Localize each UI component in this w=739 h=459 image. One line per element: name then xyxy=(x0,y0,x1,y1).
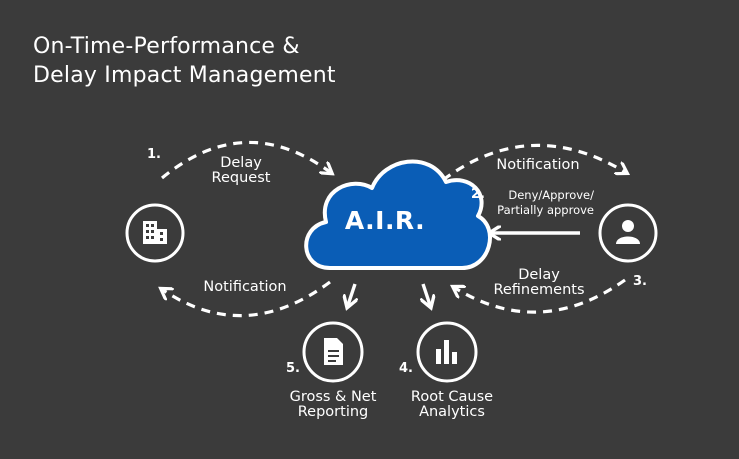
airline-node xyxy=(125,203,185,263)
user-icon xyxy=(616,220,640,244)
title-line-1: On-Time-Performance & xyxy=(33,34,300,59)
analytics-node xyxy=(416,321,478,383)
reporting-arrow xyxy=(348,283,355,305)
building-icon xyxy=(143,221,167,244)
bar-chart-icon xyxy=(436,340,457,364)
analytics-arrow xyxy=(423,283,430,305)
decision-line-1: Deny/Approve/ xyxy=(508,188,594,202)
cloud-icon xyxy=(304,159,492,270)
step-5-number: 5. xyxy=(286,361,300,376)
refinements-arc xyxy=(455,278,626,314)
notification-left-label: Notification xyxy=(203,279,287,295)
step-1-number: 1. xyxy=(147,147,161,162)
title-line-2: Delay Impact Management xyxy=(33,63,336,88)
decision-line-2: Partially approve xyxy=(497,203,594,217)
refinements-line-1: Delay xyxy=(518,267,560,283)
notification-right-label: Notification xyxy=(496,157,580,173)
analytics-label: Root Cause Analytics xyxy=(402,390,502,420)
step-2-number: 2. xyxy=(471,187,485,202)
analytics-line-2: Analytics xyxy=(419,404,485,420)
document-icon xyxy=(324,338,343,365)
user-node xyxy=(598,203,658,263)
reporting-line-2: Reporting xyxy=(297,404,369,420)
notification-left-arc xyxy=(163,280,331,318)
reporting-node xyxy=(302,321,364,383)
decision-label: Deny/Approve/ Partially approve xyxy=(484,188,594,218)
delay-request-line-2: Request xyxy=(211,170,271,186)
hub-label: A.I.R. xyxy=(344,206,426,235)
delay-request-label: Delay Request xyxy=(206,156,276,186)
refinements-line-2: Refinements xyxy=(493,282,585,298)
reporting-label: Gross & Net Reporting xyxy=(278,390,388,420)
page-title: On-Time-Performance & Delay Impact Manag… xyxy=(33,32,336,90)
step-3-number: 3. xyxy=(633,274,647,289)
refinements-label: Delay Refinements xyxy=(486,268,592,298)
delay-request-line-1: Delay xyxy=(220,155,262,171)
notification-right-arc xyxy=(442,143,625,182)
reporting-line-1: Gross & Net xyxy=(289,389,377,405)
analytics-line-1: Root Cause xyxy=(410,389,494,405)
step-4-number: 4. xyxy=(399,361,413,376)
